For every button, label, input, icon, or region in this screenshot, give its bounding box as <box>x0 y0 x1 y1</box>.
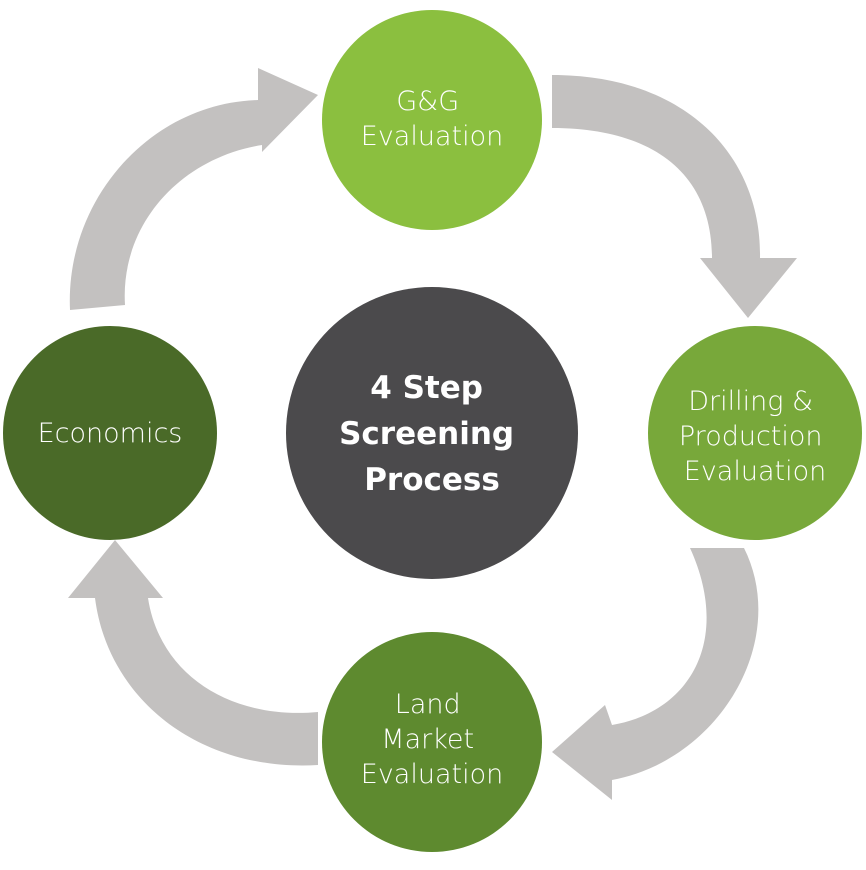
step-land-circle <box>322 632 542 852</box>
center-circle <box>286 287 578 579</box>
step-land-label-line: Market <box>381 724 474 755</box>
step-land-label-line: Land <box>395 689 461 720</box>
step-economics-label: Economics <box>38 418 183 449</box>
step-gg-label: G&G Evaluation <box>361 86 503 152</box>
center-title-line: Screening <box>339 416 514 452</box>
step-gg-label-line: Evaluation <box>361 121 503 152</box>
step-drilling-circle <box>648 326 862 540</box>
step-drilling-label-line: Evaluation <box>684 456 826 487</box>
center-title: 4 Step Screening Process <box>339 370 525 498</box>
arrow-drilling-to-land <box>552 548 759 800</box>
arrow-gg-to-drilling <box>552 75 797 318</box>
step-land-label-line: Evaluation <box>361 759 503 790</box>
step-economics-label-line: Economics <box>38 418 183 449</box>
center-title-line: Process <box>364 462 500 498</box>
step-land-label: Land Market Evaluation <box>361 689 503 790</box>
step-drilling-label-line: Drilling & <box>688 386 813 417</box>
center-title-line: 4 Step <box>370 370 483 406</box>
step-gg-circle <box>322 10 542 230</box>
step-drilling-label-line: Production <box>679 421 823 452</box>
step-drilling-label: Drilling & Production Evaluation <box>679 386 831 487</box>
arrow-land-to-economics <box>68 540 318 766</box>
step-economics-circle <box>3 326 217 540</box>
arrow-economics-to-gg <box>69 68 318 310</box>
step-gg-label-line: G&G <box>396 86 459 117</box>
